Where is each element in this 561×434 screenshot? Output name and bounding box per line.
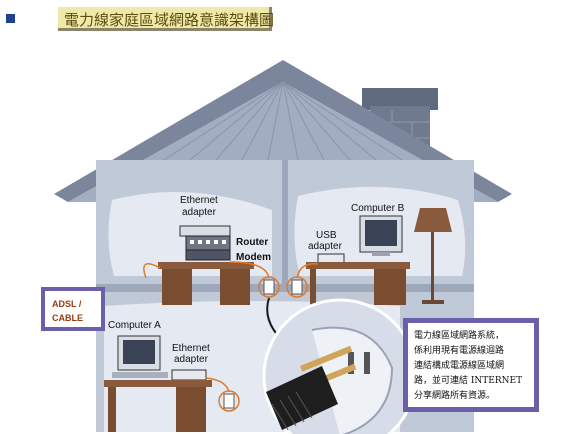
description-line-4: 路，並可連結 INTERNET bbox=[414, 376, 523, 386]
label-modem: Modem bbox=[236, 252, 271, 263]
description-text: 電力線區域網路系統， 係利用現有電源線迴路 連結構成電源線區域網 路，並可連結 … bbox=[414, 329, 522, 404]
adsl-line: ADSL / bbox=[52, 299, 82, 309]
label-ethernet-adapter-top-2: adapter bbox=[182, 207, 217, 218]
title-box: 電力線家庭區域網路意識架構圖 bbox=[58, 7, 275, 31]
label-usb-adapter-2: adapter bbox=[308, 241, 343, 252]
cable-line: CABLE bbox=[52, 313, 83, 323]
cable-router bbox=[229, 261, 270, 279]
label-ethernet-adapter-top-1: Ethernet bbox=[180, 195, 218, 206]
adsl-cable-text: ADSL / CABLE bbox=[52, 297, 83, 325]
floor-lamp bbox=[414, 208, 452, 304]
plug-icon bbox=[266, 345, 357, 431]
description-callout: 電力線區域網路系統， 係利用現有電源線迴路 連結構成電源線區域網 路，並可連結 … bbox=[403, 318, 539, 412]
label-ethernet-adapter-bottom-2: adapter bbox=[174, 354, 209, 365]
label-computer-a: Computer A bbox=[108, 320, 161, 331]
label-usb-adapter-1: USB bbox=[316, 230, 337, 241]
description-line-5: 分享網路所有資源。 bbox=[414, 391, 496, 401]
desk-upper-right bbox=[306, 262, 410, 305]
label-ethernet-adapter-bottom-1: Ethernet bbox=[172, 343, 210, 354]
ethernet-adapter-bottom bbox=[171, 369, 207, 381]
description-line-3: 連結構成電源線區域網 bbox=[414, 361, 505, 371]
computer-b bbox=[359, 215, 403, 256]
title-bullet-icon bbox=[6, 14, 15, 23]
description-line-1: 電力線區域網路系統， bbox=[414, 331, 505, 341]
adsl-cable-callout: ADSL / CABLE bbox=[41, 287, 105, 331]
router-modem-stack bbox=[179, 225, 231, 261]
label-computer-b: Computer B bbox=[351, 203, 405, 214]
cable-usb bbox=[296, 263, 319, 279]
desk-upper-left bbox=[158, 262, 254, 305]
desk-lower bbox=[104, 380, 212, 432]
label-router: Router bbox=[236, 237, 268, 248]
description-line-2: 係利用現有電源線迴路 bbox=[414, 346, 505, 356]
page-title: 電力線家庭區域網路意識架構圖 bbox=[64, 11, 275, 29]
cable-lower bbox=[205, 377, 230, 393]
computer-a bbox=[112, 335, 168, 378]
cable-upper-left bbox=[143, 263, 161, 279]
